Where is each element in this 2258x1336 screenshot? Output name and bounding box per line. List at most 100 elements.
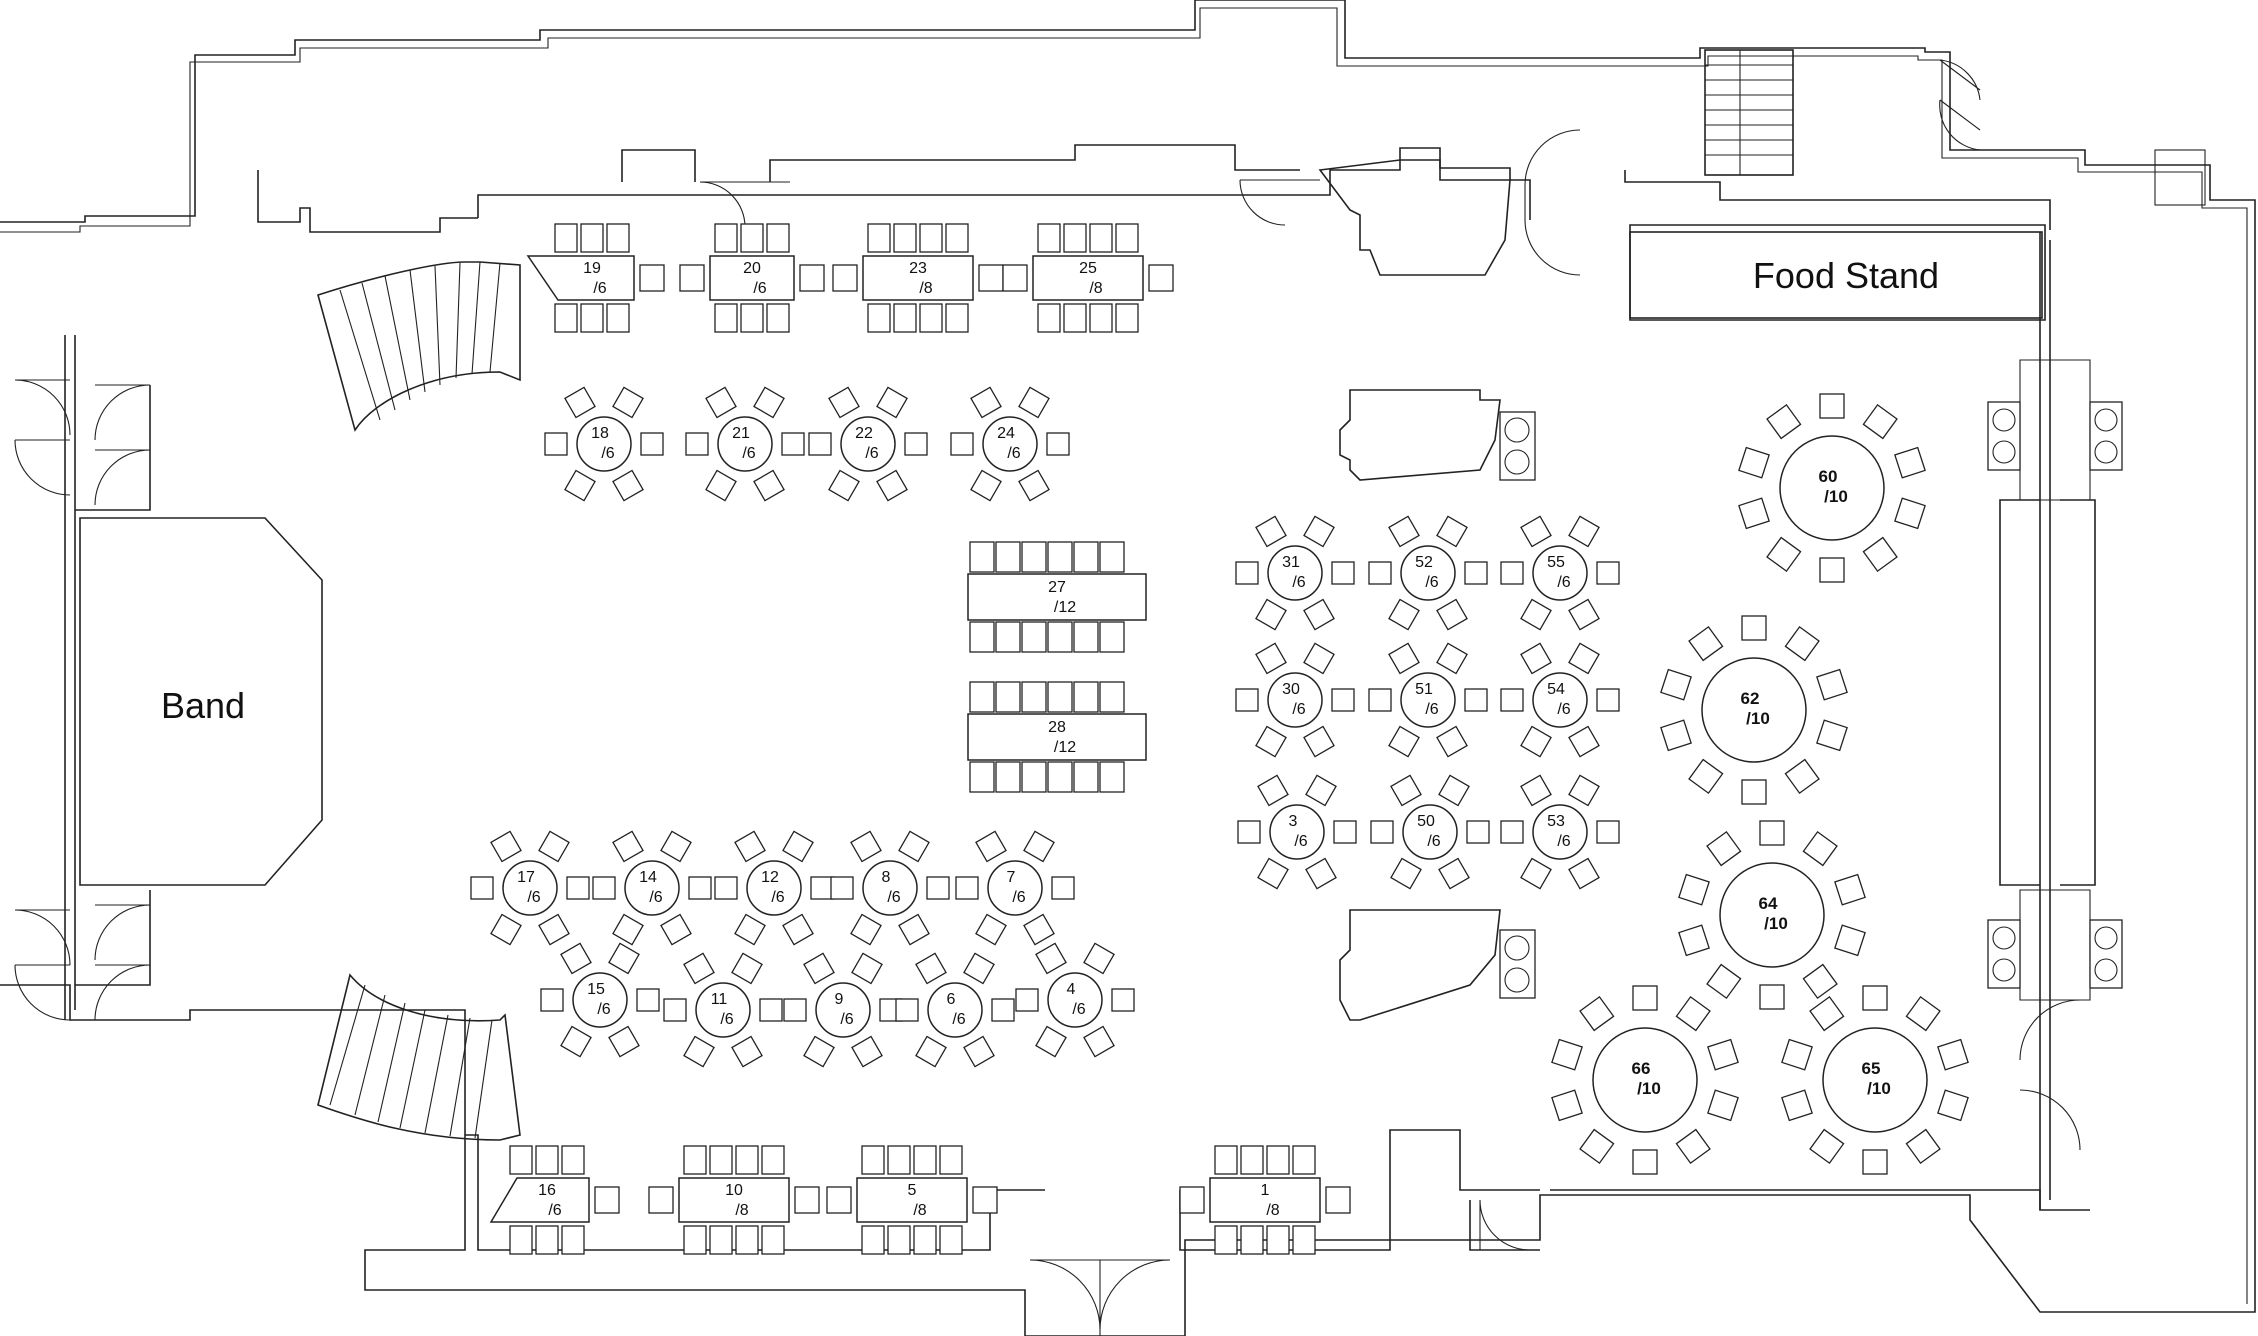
table-12[interactable]: 12/6 [714,830,834,946]
table-54[interactable]: 54/6 [1500,642,1620,758]
table-top [695,982,751,1038]
table-4[interactable]: 4/6 [1015,942,1135,1058]
chair [969,541,995,573]
table-1[interactable]: 1/8 [1179,1145,1351,1255]
table-8[interactable]: 8/6 [830,830,950,946]
chair [1037,223,1061,253]
table-6[interactable]: 6/6 [895,952,1015,1068]
table-23[interactable]: 23/8 [832,223,1004,333]
table-19[interactable]: 19/6 [526,223,665,333]
table-65[interactable]: 65/10 [1781,985,1969,1175]
table-number: 62 [1741,689,1760,708]
table-number: 28 [1048,719,1066,736]
chair [783,998,807,1022]
chair [1551,1089,1583,1122]
chair [995,621,1021,653]
chair [535,1145,559,1175]
table-28[interactable]: 28/12 [967,681,1147,793]
table-25[interactable]: 25/8 [1002,223,1174,333]
table-seats: /6 [887,889,900,906]
chair [1816,668,1848,701]
chair [1325,1186,1351,1214]
chair [851,952,883,985]
chair [1099,541,1125,573]
table-16[interactable]: 16/6 [489,1145,620,1255]
chair [915,1035,947,1068]
chair [939,1145,963,1175]
table-seats: /10 [1637,1079,1661,1098]
table-number: 5 [908,1182,917,1199]
table-66[interactable]: 66/10 [1551,985,1739,1175]
table-64[interactable]: 64/10 [1678,820,1866,1010]
chair [1862,1149,1888,1175]
chair [1099,621,1125,653]
chair [766,223,790,253]
chair [919,223,943,253]
chair [969,681,995,713]
chair [1759,984,1785,1010]
table-seats: /8 [1266,1202,1279,1219]
chair [950,432,974,456]
table-51[interactable]: 51/6 [1368,642,1488,758]
table-seats: /8 [919,280,932,297]
table-15[interactable]: 15/6 [540,942,660,1058]
table-5[interactable]: 5/8 [826,1145,998,1255]
chair [913,1145,937,1175]
chair [808,432,832,456]
table-top [1400,545,1456,601]
table-55[interactable]: 55/6 [1500,515,1620,631]
chair [1390,857,1422,890]
table-27[interactable]: 27/12 [967,541,1147,653]
chair [734,913,766,946]
chair [1568,857,1600,890]
chair [1051,876,1075,900]
chair [782,830,814,863]
chair [1678,924,1710,957]
chair [1235,561,1259,585]
chair [1766,536,1802,573]
chair [898,913,930,946]
table-3[interactable]: 3/6 [1237,774,1357,890]
chair [1115,223,1139,253]
chair [1784,758,1820,795]
table-22[interactable]: 22/6 [808,386,928,502]
chair [594,1186,620,1214]
table-20[interactable]: 20/6 [679,223,825,333]
chair [893,303,917,333]
table-14[interactable]: 14/6 [592,830,712,946]
table-top [1532,545,1588,601]
chair [803,952,835,985]
table-62[interactable]: 62/10 [1660,615,1848,805]
table-top [746,860,802,916]
table-17[interactable]: 17/6 [470,830,590,946]
table-7[interactable]: 7/6 [955,830,1075,946]
table-18[interactable]: 18/6 [544,386,664,502]
chair [781,432,805,456]
table-21[interactable]: 21/6 [685,386,805,502]
table-number: 4 [1067,981,1076,998]
table-53[interactable]: 53/6 [1500,774,1620,890]
chair [803,1035,835,1068]
table-60[interactable]: 60/10 [1738,393,1926,583]
chair [1436,598,1468,631]
table-30[interactable]: 30/6 [1235,642,1355,758]
table-52[interactable]: 52/6 [1368,515,1488,631]
table-number: 18 [591,425,609,442]
table-24[interactable]: 24/6 [950,386,1070,502]
chair [1257,774,1289,807]
table-top [1209,1177,1321,1223]
table-top [982,416,1038,472]
table-top [1532,672,1588,728]
table-9[interactable]: 9/6 [783,952,903,1068]
table-number: 31 [1282,554,1300,571]
table-11[interactable]: 11/6 [663,952,783,1068]
table-number: 17 [517,869,535,886]
table-31[interactable]: 31/6 [1235,515,1355,631]
table-10[interactable]: 10/8 [648,1145,820,1255]
table-top [572,972,628,1028]
chair [560,1025,592,1058]
table-number: 23 [909,260,927,277]
table-50[interactable]: 50/6 [1370,774,1490,890]
chair [1388,598,1420,631]
chair [1037,303,1061,333]
